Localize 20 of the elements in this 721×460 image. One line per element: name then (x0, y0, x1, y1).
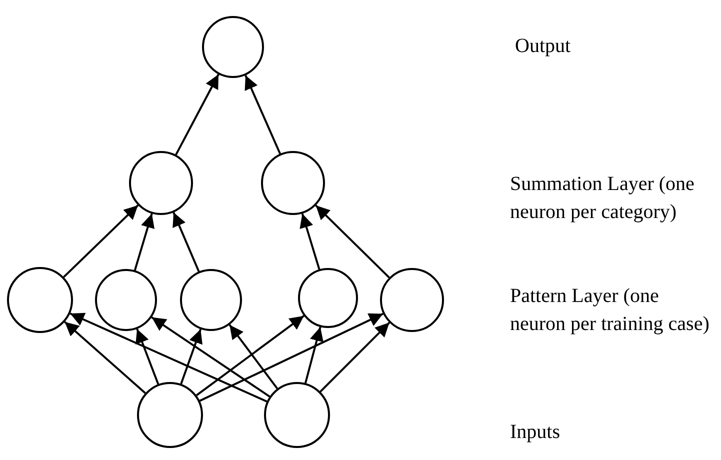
arrow (304, 326, 324, 384)
arrow (136, 328, 160, 385)
arrow (172, 212, 200, 272)
arrow (180, 328, 202, 384)
layer-label: Inputs (510, 420, 561, 445)
layer-label: Output (515, 34, 572, 59)
arrow (134, 213, 155, 271)
layer-label: Summation Layer (one neuron per category) (510, 172, 696, 225)
arrow (196, 315, 304, 396)
arrow (63, 204, 139, 278)
arrow (199, 312, 384, 402)
arrow (151, 316, 270, 398)
arrow (320, 322, 390, 392)
arrow (175, 74, 220, 156)
arrow (315, 204, 390, 278)
arrow (300, 213, 320, 270)
arrow (70, 312, 268, 402)
layer-label: Pattern Layer (one neuron per training case) (510, 284, 710, 337)
arrow (64, 321, 146, 394)
arrow (228, 324, 278, 390)
